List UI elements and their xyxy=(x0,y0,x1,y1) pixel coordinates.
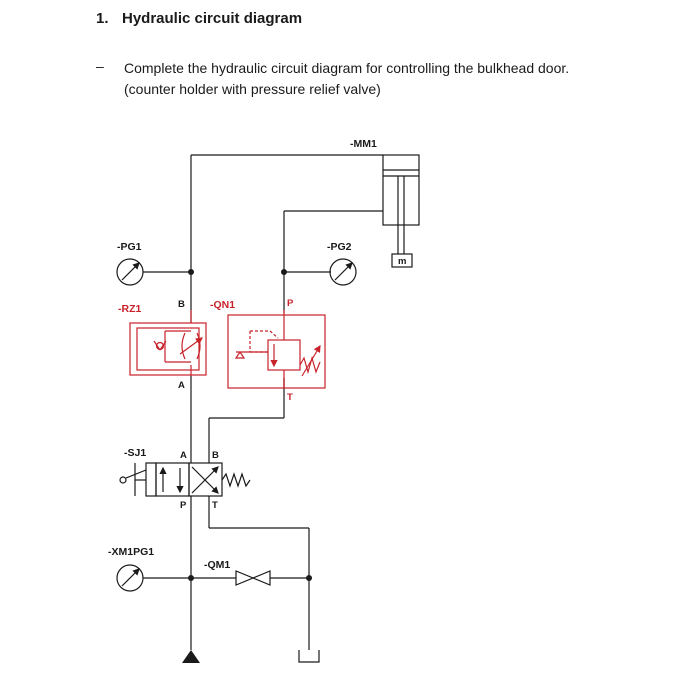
label-mass: m xyxy=(398,256,406,267)
port-qn1-t: T xyxy=(287,392,293,403)
label-qn1: -QN1 xyxy=(210,299,235,311)
section-number: 1. xyxy=(96,10,109,27)
port-qn1-p: P xyxy=(287,298,294,309)
directional-valve-sj1 xyxy=(119,462,251,497)
cylinder-mm1 xyxy=(382,154,420,268)
gauge-pg2 xyxy=(329,258,357,286)
port-rz1-a: A xyxy=(178,380,185,391)
port-sj1-b: B xyxy=(212,450,219,461)
pressure-relief-valve-qn1 xyxy=(227,310,326,389)
hydraulic-lines xyxy=(143,154,383,650)
label-xm1pg1: -XM1PG1 xyxy=(108,546,154,558)
label-qm1: -QM1 xyxy=(204,559,230,571)
label-mm1: -MM1 xyxy=(350,138,377,150)
section-heading: 1. Hydraulic circuit diagram xyxy=(96,10,302,27)
port-rz1-b: B xyxy=(178,299,185,310)
bullet-dash: – xyxy=(96,58,104,74)
label-rz1: -RZ1 xyxy=(118,303,141,315)
tank-icon xyxy=(298,650,320,663)
label-sj1: -SJ1 xyxy=(124,447,146,459)
shutoff-valve-qm1 xyxy=(235,570,271,586)
check-throttle-valve-rz1 xyxy=(129,310,207,376)
junction-dots xyxy=(188,269,312,581)
section-title: Hydraulic circuit diagram xyxy=(122,10,303,27)
task-description: Complete the hydraulic circuit diagram f… xyxy=(124,58,684,100)
gauge-pg1 xyxy=(116,258,144,286)
task-line-1: Complete the hydraulic circuit diagram f… xyxy=(124,60,570,76)
load-mass xyxy=(391,253,413,268)
gauge-xm1pg1 xyxy=(116,564,144,592)
label-pg2: -PG2 xyxy=(327,241,352,253)
port-sj1-a: A xyxy=(180,450,187,461)
port-sj1-t: T xyxy=(212,500,218,511)
port-sj1-p: P xyxy=(180,500,187,511)
task-line-2: (counter holder with pressure relief val… xyxy=(124,81,381,97)
pressure-source-icon xyxy=(182,650,200,663)
label-pg1: -PG1 xyxy=(117,241,142,253)
